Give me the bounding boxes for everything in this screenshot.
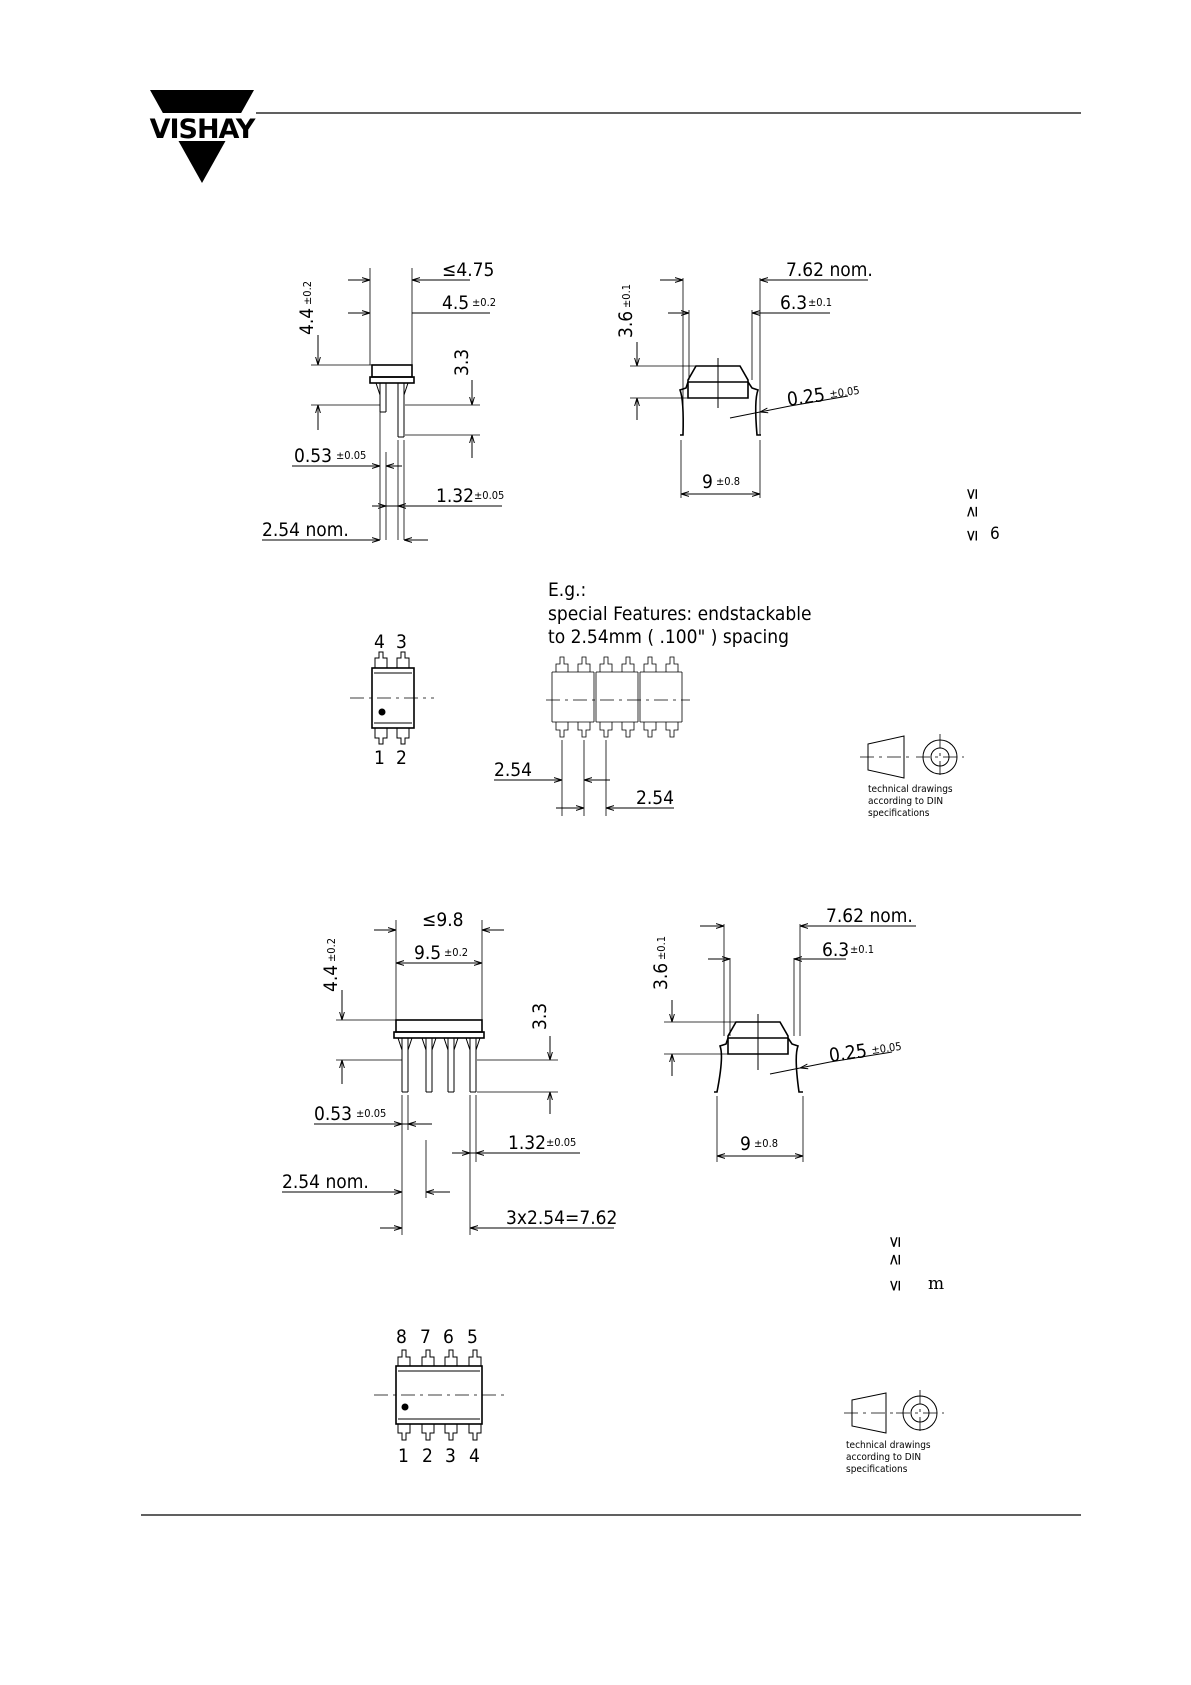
svg-text:≤: ≤: [962, 529, 982, 542]
pkg8-margin-note-1: ≥ ≤: [885, 1236, 905, 1267]
pkg8-pin-8: 8: [396, 1326, 407, 1348]
pkg8-front-dim-span: 3x2.54=7.62: [506, 1207, 617, 1229]
pkg4-front-dim-height: 4.4: [296, 308, 318, 335]
pkg4-front-dim-max-width: ≤4.75: [442, 259, 494, 281]
pkg4-front-dim-lead-width-tol: ±0.05: [336, 449, 366, 462]
svg-text:≥ ≤: ≥ ≤: [962, 488, 982, 519]
pkg4-front-dim-lead-width-2-tol: ±0.05: [474, 489, 504, 502]
pkg4-side-dim-height-tol: ±0.1: [620, 284, 633, 308]
din-note-1-line-2: according to DIN: [868, 796, 943, 807]
pkg4-side-dim-thickness: 0.25: [786, 384, 827, 411]
pkg8-pin-3: 3: [445, 1445, 456, 1467]
pkg4-front-view: ≤4.75 4.5 ±0.2 4.4 ±0.2 3.3 0.53 ±0.05 1…: [262, 259, 504, 541]
pkg8-front-dim-height: 4.4: [320, 965, 342, 992]
pkg4-pin-3: 3: [396, 631, 407, 653]
pkg4-top-view: 4 3 1 2: [350, 631, 434, 769]
pkg4-side-dim-row: 7.62 nom.: [786, 259, 873, 281]
pkg4-front-dim-lead-length: 3.3: [451, 349, 473, 376]
pkg8-side-dim-thickness: 0.25: [828, 1040, 869, 1067]
pkg8-front-dim-max-width: ≤9.8: [422, 909, 464, 931]
din-note-1-line-1: technical drawings: [868, 784, 953, 795]
svg-text:≤: ≤: [885, 1279, 905, 1292]
pkg4-margin-note-2: 6: [990, 524, 1000, 544]
pkg4-side-dim-thickness-tol: ±0.05: [829, 384, 861, 401]
pkg4-margin-note-2-sym: ≤: [962, 529, 982, 542]
pkg8-front-dim-lead-width-2-tol: ±0.05: [546, 1136, 576, 1149]
pkg8-pin-4: 4: [469, 1445, 480, 1467]
pkg4-side-dim-span-tol: ±0.8: [716, 475, 740, 488]
pkg8-side-dim-thickness-tol: ±0.05: [871, 1040, 903, 1057]
pkg4-front-dim-lead-width-2: 1.32: [436, 485, 474, 507]
pkg8-side-dim-row: 7.62 nom.: [826, 905, 913, 927]
pkg8-front-dim-lead-width: 0.53: [314, 1103, 352, 1125]
pkg8-side-view: 7.62 nom. 6.3 ±0.1 3.6 ±0.1 0.25 ±0.05 9…: [650, 905, 916, 1162]
din-note-2-line-3: specifications: [846, 1464, 908, 1475]
din-note-2-line-2: according to DIN: [846, 1452, 921, 1463]
pkg4-pin-1: 1: [374, 747, 385, 769]
pkg8-pin-7: 7: [420, 1326, 431, 1348]
pkg8-front-dim-pitch: 2.54 nom.: [282, 1171, 369, 1193]
pkg8-front-dim-body-width-tol: ±0.2: [444, 946, 468, 959]
pkg8-side-dim-height-tol: ±0.1: [655, 936, 668, 960]
pkg4-front-dim-body-width: 4.5: [442, 292, 469, 314]
pkg4-side-dim-body-tol: ±0.1: [808, 296, 832, 309]
pkg4-front-dim-body-width-tol: ±0.2: [472, 296, 496, 309]
pkg8-margin-note-2-sym: ≤: [885, 1279, 905, 1292]
pkg8-pin-2: 2: [422, 1445, 433, 1467]
pkg4-side-dim-span: 9: [702, 471, 713, 493]
pkg4-side-dim-body: 6.3: [780, 292, 807, 314]
stack-dim-left: 2.54: [494, 759, 532, 781]
pkg8-front-dim-lead-width-2: 1.32: [508, 1132, 546, 1154]
din-note-2-line-1: technical drawings: [846, 1440, 931, 1451]
pkg8-pin-6: 6: [443, 1326, 454, 1348]
pkg8-side-dim-body-tol: ±0.1: [850, 943, 874, 956]
pkg8-margin-note-2: m: [928, 1274, 944, 1294]
pkg4-front-dim-height-tol: ±0.2: [301, 281, 314, 305]
pkg8-front-dim-body-width: 9.5: [414, 942, 441, 964]
din-projection-symbol-2: technical drawings according to DIN spec…: [844, 1390, 944, 1475]
pkg8-pin-5: 5: [467, 1326, 478, 1348]
pkg4-margin-note-1: ≥ ≤: [962, 488, 982, 519]
pkg8-front-dim-lead-width-tol: ±0.05: [356, 1107, 386, 1120]
pkg8-side-dim-span-tol: ±0.8: [754, 1137, 778, 1150]
pkg4-front-dim-lead-width: 0.53: [294, 445, 332, 467]
svg-text:≥ ≤: ≥ ≤: [885, 1236, 905, 1267]
pkg8-side-dim-height: 3.6: [650, 963, 672, 990]
din-note-1-line-3: specifications: [868, 808, 930, 819]
pkg4-side-dim-height: 3.6: [615, 311, 637, 338]
pkg8-pin-1: 1: [398, 1445, 409, 1467]
stack-note-line-2: special Features: endstackable: [548, 603, 811, 625]
pkg8-front-dim-lead-length: 3.3: [529, 1003, 551, 1030]
stack-dim-right: 2.54: [636, 787, 674, 809]
logo-text: VISHAY: [150, 114, 256, 145]
pkg4-stacking-example: E.g.: special Features: endstackable to …: [494, 579, 811, 816]
pkg8-side-dim-body: 6.3: [822, 939, 849, 961]
pkg4-pin-4: 4: [374, 631, 385, 653]
pkg8-side-dim-span: 9: [740, 1133, 751, 1155]
pkg4-side-view: 7.62 nom. 6.3 ±0.1 3.6 ±0.1 0.25 ±0.05 9…: [615, 259, 873, 498]
din-projection-symbol-1: technical drawings according to DIN spec…: [860, 734, 964, 819]
pkg8-top-view: 8 7 6 5 1 2 3 4: [374, 1326, 504, 1467]
pkg4-pin-2: 2: [396, 747, 407, 769]
pkg4-front-dim-pitch: 2.54 nom.: [262, 519, 349, 541]
stack-note-line-1: E.g.:: [548, 579, 586, 601]
vishay-logo: VISHAY: [140, 90, 264, 183]
pkg8-front-dim-height-tol: ±0.2: [325, 938, 338, 962]
stack-note-line-3: to 2.54mm ( .100" ) spacing: [548, 626, 789, 648]
pkg8-front-view: ≤9.8 9.5 ±0.2 4.4 ±0.2 3.3 0.53 ±0.05 1.…: [282, 909, 617, 1235]
